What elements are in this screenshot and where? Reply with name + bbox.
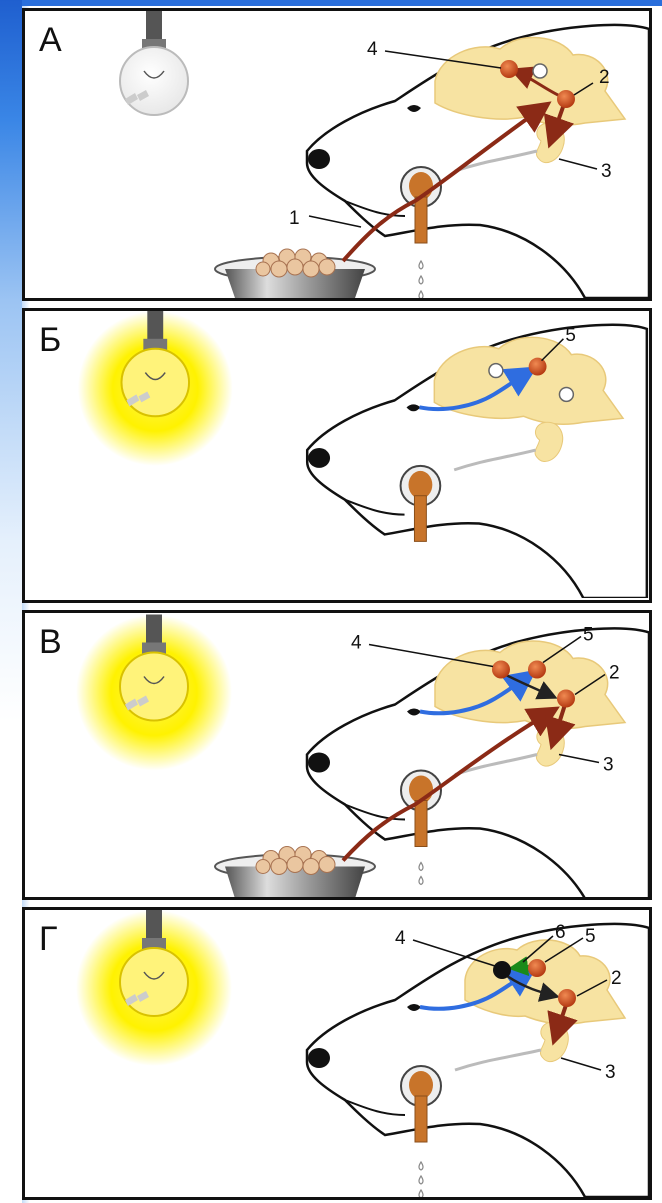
neuron-visual-center [529,358,547,376]
label-3: 3 [601,161,612,182]
lamp-off [120,11,188,115]
label-5: 5 [583,625,594,646]
panel-d-illustration: 2 3 4 5 6 [25,910,649,1197]
top-accent-strip [0,0,662,6]
panel-a-illustration: 1 2 3 4 [25,11,649,298]
label-3: 3 [603,755,614,776]
label-5: 5 [565,324,576,345]
lamp-on [78,311,233,466]
label-4: 4 [351,633,362,654]
label-2: 2 [609,663,620,684]
label-1: 1 [289,208,300,229]
label-4: 4 [395,928,406,949]
left-accent-strip [0,0,22,1203]
neuron-inactive [559,387,573,401]
label-3: 3 [605,1062,616,1083]
label-2: 2 [599,67,610,88]
panel-d: Г [22,907,652,1200]
neuron-salivary-center [557,90,575,108]
neuron-salivary-center [558,989,576,1007]
neuron-inactive [489,364,503,378]
neuron-visual-center [528,959,546,977]
panel-b: Б 5 [22,308,652,603]
panel-b-illustration: 5 [25,311,649,598]
lamp-on [76,910,232,1066]
neuron-cortex-food [492,661,510,679]
neuron-visual-center [528,661,546,679]
neuron-inactive [533,64,547,78]
label-6: 6 [555,922,566,943]
panel-a: А [22,8,652,301]
panel-c: В [22,610,652,900]
neuron-inhibited [493,961,511,979]
lamp-on [76,615,232,771]
label-2: 2 [611,968,622,989]
neuron-cortex-food [500,60,518,78]
label-4: 4 [367,39,378,60]
panel-c-illustration: 2 3 4 5 [25,613,649,900]
neuron-salivary-center [557,690,575,708]
food-bowl [215,249,375,298]
label-5: 5 [585,926,596,947]
